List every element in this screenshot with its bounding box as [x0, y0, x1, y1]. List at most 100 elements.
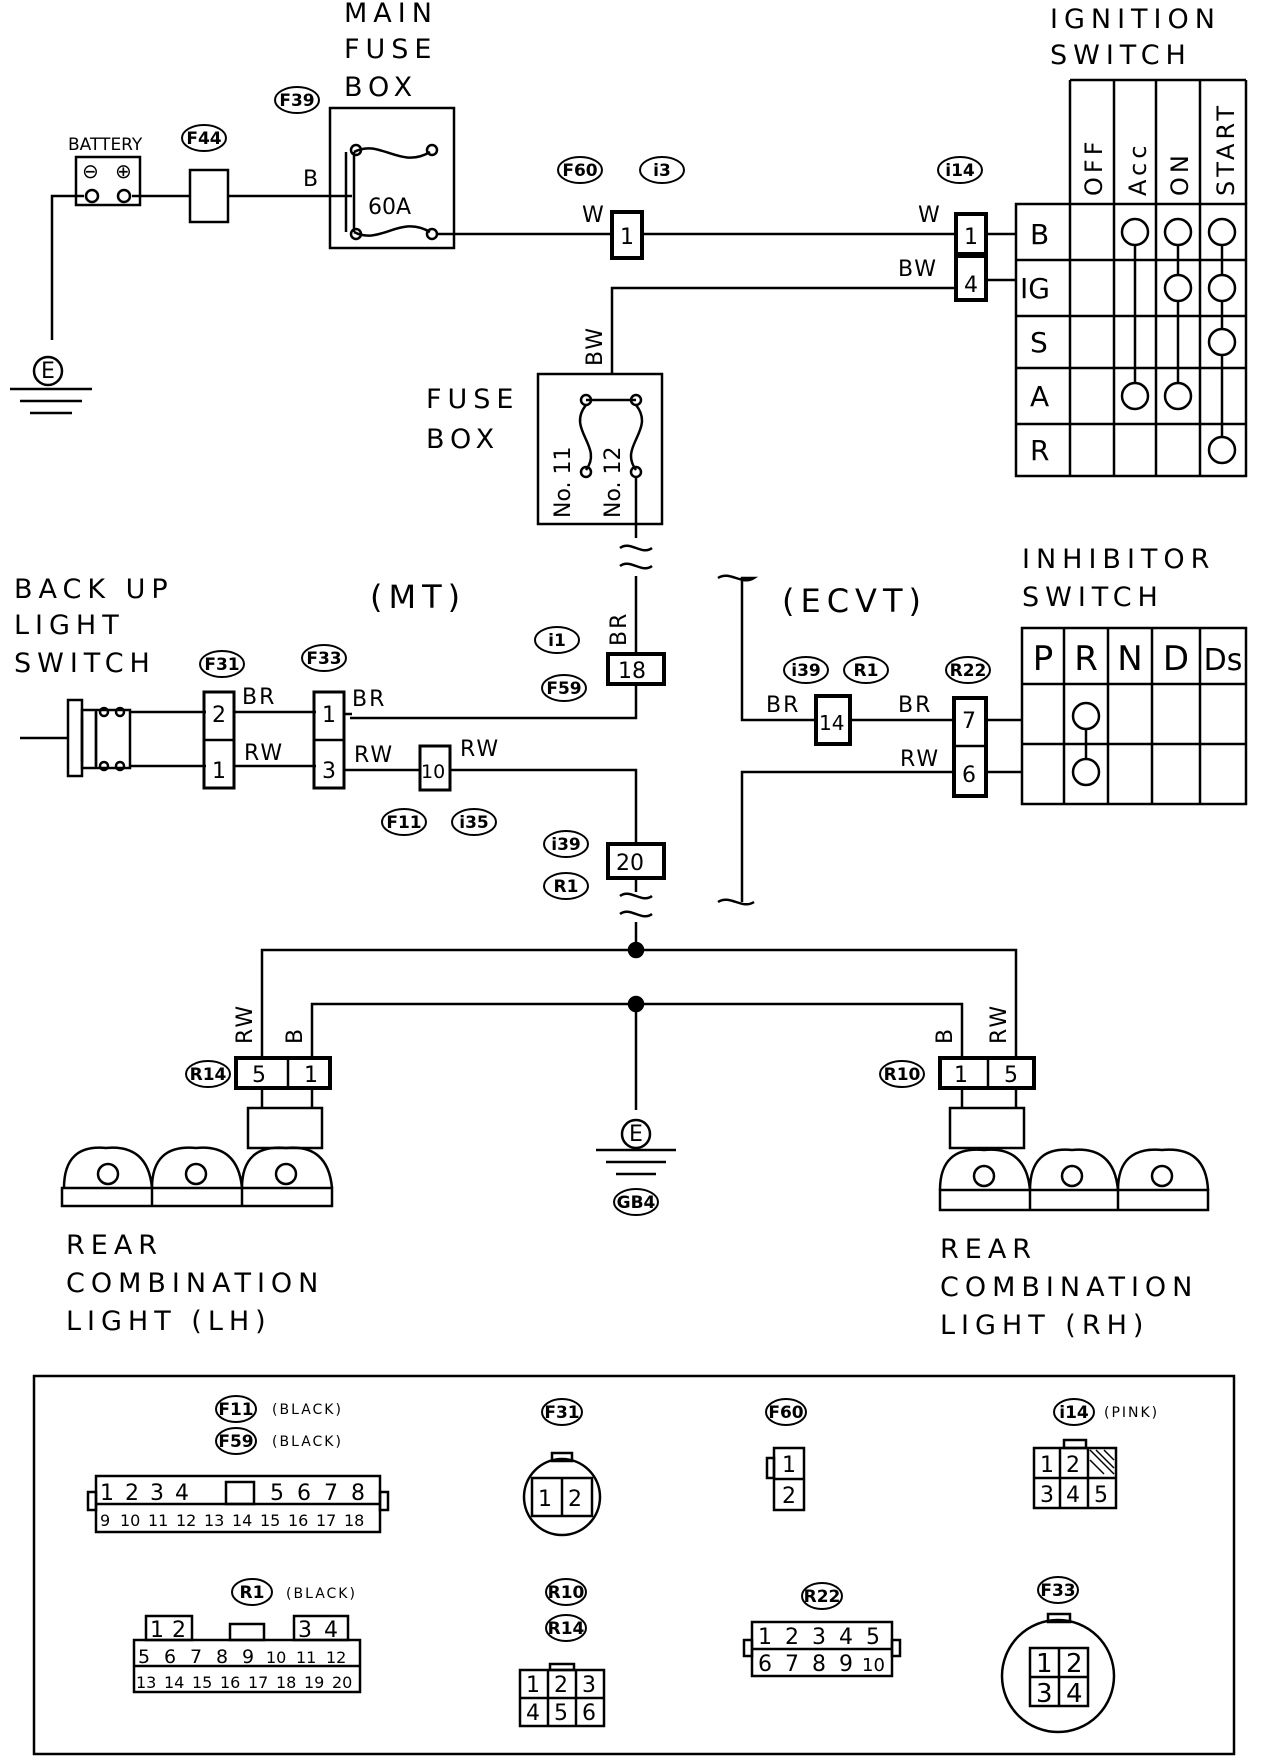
- connector-views-panel: [32, 1374, 1236, 1756]
- view-f59-color: (BLACK): [272, 1434, 343, 1450]
- tag-r14: R14: [190, 1065, 227, 1085]
- wire-b-rh: B: [933, 1027, 958, 1044]
- view-r1-11: 11: [296, 1648, 316, 1667]
- tag-r1-mt: R1: [554, 877, 579, 897]
- main-fuse-60a: [344, 143, 439, 241]
- rear-rh-label-1: REAR: [940, 1234, 1037, 1265]
- view-tag-f60: F60: [768, 1403, 803, 1423]
- view-f31-2: 2: [568, 1487, 582, 1512]
- wire-br-fusebox: BR: [607, 612, 632, 646]
- view-r22-10: 10: [862, 1655, 885, 1676]
- view-f11-r2-15: 15: [260, 1511, 280, 1530]
- view-i14-3: 3: [1040, 1483, 1054, 1508]
- ignition-label-2: SWITCH: [1050, 40, 1192, 71]
- main-fuse-label-2: FUSE: [344, 34, 438, 65]
- view-r1-5: 5: [138, 1646, 150, 1668]
- view-f11-r2-13: 13: [204, 1511, 224, 1530]
- view-f11-r1a-2: 2: [125, 1481, 139, 1506]
- ign-row-ig: IG: [1020, 272, 1050, 305]
- view-f11-r1a-3: 3: [150, 1481, 164, 1506]
- wire-bw-2: BW: [583, 326, 608, 366]
- inh-col-ds: Ds: [1204, 643, 1243, 678]
- view-f33-2: 2: [1066, 1649, 1083, 1679]
- pin-i1-18: 18: [618, 659, 646, 684]
- view-r1-2: 2: [172, 1618, 186, 1643]
- tag-f60: F60: [562, 161, 597, 181]
- rear-rh-label-3: LIGHT (RH): [940, 1310, 1149, 1341]
- view-f11-r2-10: 10: [120, 1511, 140, 1530]
- view-f11-color: (BLACK): [272, 1402, 343, 1418]
- fuse-no12: [578, 393, 644, 479]
- splice-b: [627, 995, 645, 1013]
- view-r22-3: 3: [812, 1625, 826, 1650]
- inhibitor-label-2: SWITCH: [1022, 582, 1164, 613]
- view-r1-1: 1: [150, 1618, 164, 1643]
- pin-r14-5: 5: [252, 1063, 266, 1088]
- pin-r10-1: 1: [954, 1063, 968, 1088]
- tag-i35: i35: [459, 813, 488, 833]
- view-tag-f59: F59: [218, 1432, 253, 1452]
- inhibitor-label-1: INHIBITOR: [1022, 544, 1215, 575]
- battery-label: BATTERY: [68, 135, 143, 155]
- inh-col-p: P: [1033, 639, 1054, 679]
- view-f11-r2-17: 17: [316, 1511, 336, 1530]
- battery-plus: ⊕: [115, 159, 132, 183]
- backup-light-switch: [20, 698, 132, 778]
- view-r1-20: 20: [332, 1673, 352, 1692]
- view-f33-1: 1: [1036, 1649, 1053, 1679]
- pin-r10-5: 5: [1004, 1063, 1018, 1088]
- body-ground-symbol: [596, 1118, 676, 1176]
- ecvt-label: (ECVT): [782, 582, 927, 620]
- tag-f44: F44: [186, 129, 221, 149]
- main-fuse-box: [328, 106, 456, 250]
- tag-i1: i1: [548, 631, 566, 651]
- view-r1-7: 7: [190, 1646, 202, 1668]
- tag-f31: F31: [204, 655, 239, 675]
- battery-ground-symbol: [10, 355, 92, 415]
- view-r22-6: 6: [758, 1652, 772, 1677]
- wire-br-2: BR: [352, 687, 386, 712]
- view-r1-13: 13: [136, 1673, 156, 1692]
- ign-col-on: ON: [1166, 151, 1194, 196]
- view-r1-8: 8: [216, 1646, 228, 1668]
- view-f11-r2-12: 12: [176, 1511, 196, 1530]
- backup-label-3: SWITCH: [14, 648, 156, 679]
- view-f33-4: 4: [1066, 1679, 1083, 1709]
- tag-r1-ecvt: R1: [854, 661, 879, 681]
- pin-r22-7: 7: [962, 709, 976, 734]
- ign-row-r: R: [1030, 434, 1049, 467]
- view-tag-f11: F11: [218, 1400, 253, 1420]
- view-f11-r1a-4: 4: [175, 1481, 189, 1506]
- view-r1-9: 9: [242, 1646, 254, 1668]
- splice-rw: [627, 941, 645, 959]
- rear-lamp-lh: [60, 1146, 334, 1208]
- view-r1-3: 3: [298, 1618, 312, 1643]
- view-r22-2: 2: [785, 1625, 799, 1650]
- view-r1-10: 10: [266, 1648, 286, 1667]
- pin-i14-4: 4: [964, 273, 978, 298]
- rear-lh-label-3: LIGHT (LH): [66, 1306, 272, 1337]
- mt-label: (MT): [370, 578, 466, 616]
- main-fuse-rating: 60A: [368, 195, 411, 220]
- wire-br-ecvt-2: BR: [898, 693, 932, 718]
- backup-label-2: LIGHT: [14, 610, 125, 641]
- view-f11-r1b-6: 6: [297, 1481, 311, 1506]
- view-r1-17: 17: [248, 1673, 268, 1692]
- view-r1-4: 4: [324, 1618, 338, 1643]
- tag-f33: F33: [306, 649, 341, 669]
- view-tag-f33: F33: [1040, 1581, 1075, 1601]
- tag-f39: F39: [279, 91, 314, 111]
- view-f33-3: 3: [1036, 1679, 1053, 1709]
- ground-e-left: E: [41, 359, 55, 384]
- view-f11-r2-14: 14: [232, 1511, 252, 1530]
- view-r22-8: 8: [812, 1652, 826, 1677]
- view-f11-r2-18: 18: [344, 1511, 364, 1530]
- view-r1-18: 18: [276, 1673, 296, 1692]
- pin-f31-1: 1: [212, 759, 226, 784]
- view-r1-14: 14: [164, 1673, 184, 1692]
- tag-i14: i14: [945, 161, 975, 181]
- fuse-no12-label: No. 12: [601, 446, 626, 518]
- wire-br-ecvt-1: BR: [766, 693, 800, 718]
- fuse-no11-label: No. 11: [551, 446, 576, 518]
